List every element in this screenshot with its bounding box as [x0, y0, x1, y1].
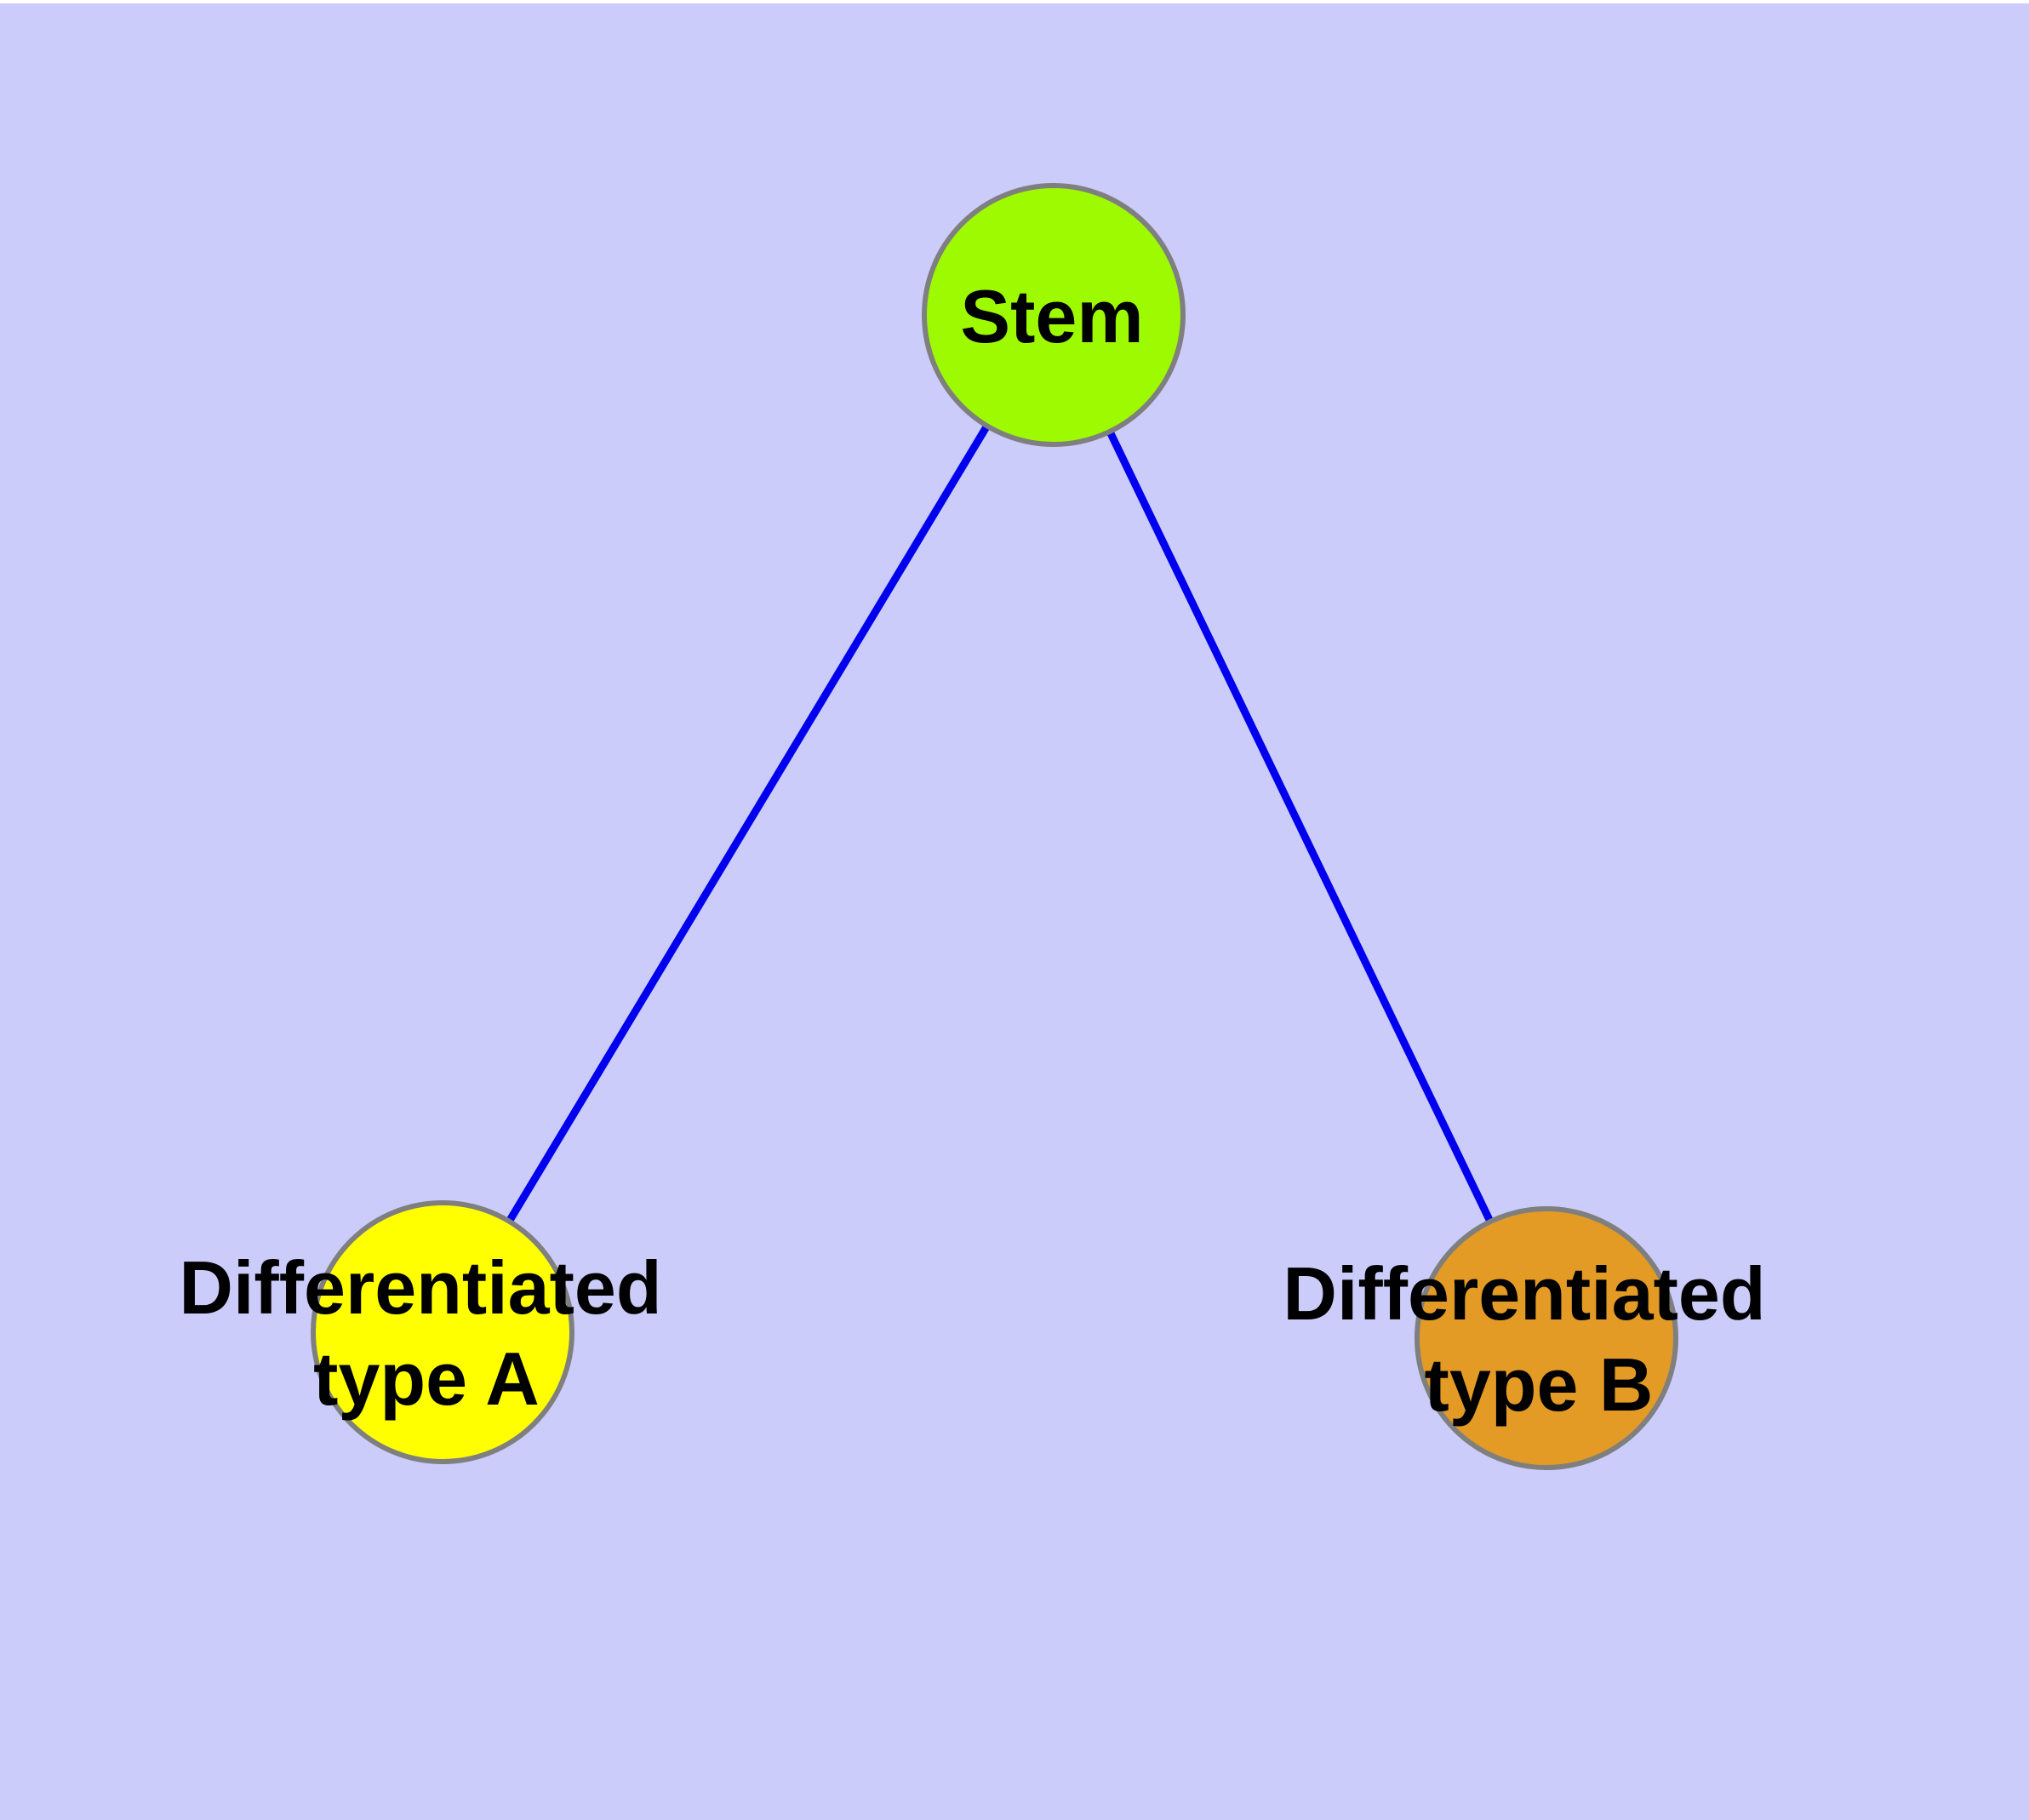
edge-stem-to-differentiated-type-a[interactable]	[439, 312, 1057, 1335]
node-layer	[311, 183, 1678, 1470]
edge-layer	[439, 312, 1551, 1340]
node-label-differentiated-type-b-line1: Differentiated	[1283, 1251, 1765, 1336]
node-differentiated-type-a[interactable]	[311, 1200, 574, 1464]
node-circle-differentiated-type-a[interactable]	[311, 1200, 574, 1464]
node-stem[interactable]	[922, 183, 1186, 447]
node-label-stem: Stem	[960, 274, 1143, 358]
node-label-differentiated-type-a-line2: type A	[313, 1336, 540, 1421]
edge-stem-to-differentiated-type-b[interactable]	[1049, 313, 1551, 1340]
node-circle-differentiated-type-b[interactable]	[1415, 1206, 1678, 1470]
node-differentiated-type-b[interactable]	[1415, 1206, 1678, 1470]
node-circle-stem[interactable]	[922, 183, 1186, 447]
node-label-differentiated-type-b-line2: type B	[1425, 1342, 1654, 1427]
node-label-differentiated-type-a-line1: Differentiated	[179, 1245, 661, 1330]
label-layer: Stem Differentiated type A Differentiate…	[179, 274, 1765, 1427]
